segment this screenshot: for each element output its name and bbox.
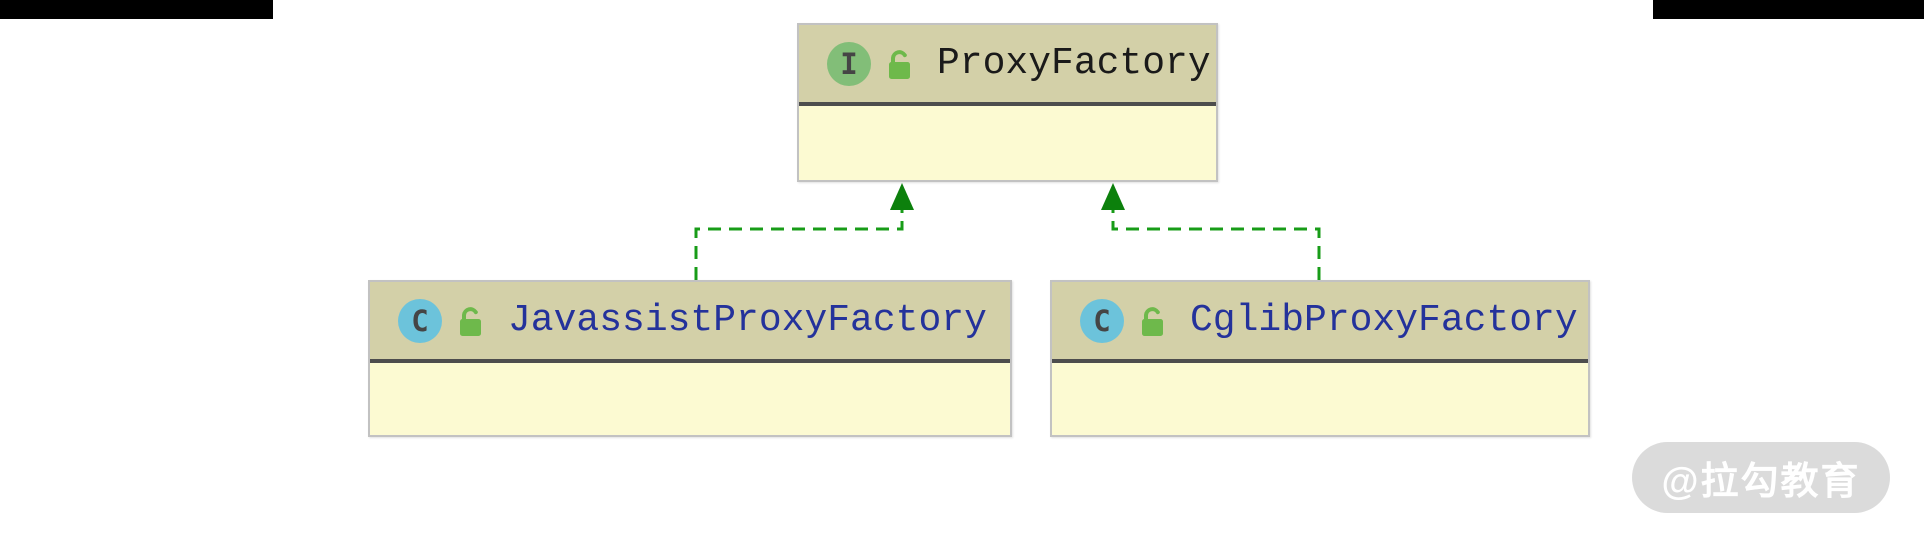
top-right-bar: [1653, 0, 1924, 19]
node-header: C CglibProxyFactory: [1052, 282, 1588, 363]
class-icon: C: [1080, 298, 1124, 343]
node-header: C JavassistProxyFactory: [370, 282, 1010, 363]
realization-edge-javassist-to-proxyfactory[interactable]: [694, 183, 914, 280]
node-body: [799, 106, 1216, 174]
node-body: [1052, 363, 1588, 431]
arrow-up-icon: [1101, 183, 1125, 210]
class-icon: C: [398, 298, 442, 343]
uml-node-proxyfactory[interactable]: I ProxyFactory: [797, 23, 1218, 182]
interface-icon: I: [827, 41, 871, 86]
unlocked-public-icon: [1142, 306, 1163, 336]
node-title: ProxyFactory: [937, 42, 1211, 85]
unlocked-public-icon: [460, 306, 481, 336]
arrow-up-icon: [890, 183, 914, 210]
node-header: I ProxyFactory: [799, 25, 1216, 106]
node-title: CglibProxyFactory: [1190, 299, 1578, 342]
unlocked-public-icon: [889, 49, 910, 79]
node-title: JavassistProxyFactory: [508, 299, 987, 342]
uml-node-javassistproxyfactory[interactable]: C JavassistProxyFactory: [368, 280, 1012, 437]
node-body: [370, 363, 1010, 431]
uml-node-cglibproxyfactory[interactable]: C CglibProxyFactory: [1050, 280, 1590, 437]
top-left-bar: [0, 0, 273, 19]
watermark-badge: @拉勾教育: [1632, 442, 1890, 513]
realization-edge-cglib-to-proxyfactory[interactable]: [1101, 183, 1321, 280]
